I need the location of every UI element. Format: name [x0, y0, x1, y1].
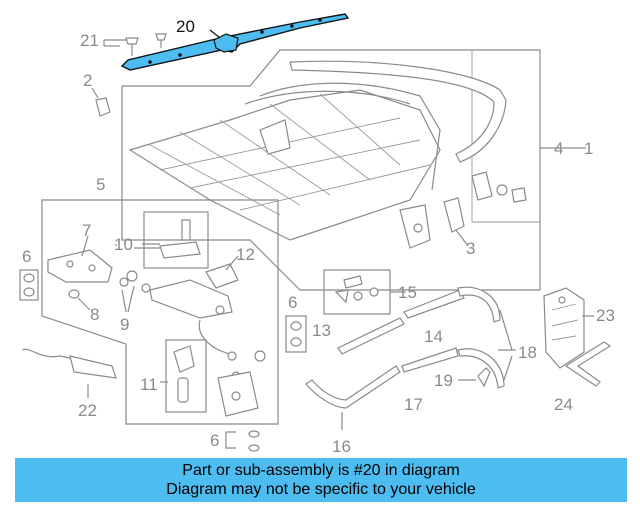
callout-22[interactable]: 22 — [78, 401, 97, 420]
part-22-cable[interactable] — [21, 348, 117, 398]
part-11-box[interactable] — [160, 339, 207, 413]
part-2-bolt[interactable] — [91, 87, 111, 117]
part-5-group-outline — [41, 199, 279, 425]
callout-2[interactable]: 2 — [83, 71, 92, 90]
info-banner: Part or sub-assembly is #20 in diagram D… — [15, 458, 627, 502]
part-5-base-bracket[interactable] — [217, 371, 259, 417]
part-17-seal[interactable] — [401, 347, 459, 373]
callout-12[interactable]: 12 — [236, 245, 255, 264]
callout-14[interactable]: 14 — [424, 327, 443, 346]
part-21-screw[interactable] — [103, 33, 167, 56]
part-1-top-assembly[interactable] — [128, 82, 441, 249]
callout-10[interactable]: 10 — [114, 235, 133, 254]
callout-21[interactable]: 21 — [80, 31, 99, 50]
part-3-latch[interactable] — [443, 197, 469, 247]
callout-7[interactable]: 7 — [82, 221, 91, 240]
callout-19[interactable]: 19 — [434, 371, 453, 390]
callout-1[interactable]: 1 — [584, 139, 593, 158]
callout-17[interactable]: 17 — [404, 395, 423, 414]
callout-numbers: 20 21 2 4 1 3 5 7 10 12 6 8 9 6 15 23 13… — [22, 17, 615, 456]
callout-5[interactable]: 5 — [96, 175, 105, 194]
part-13-seal[interactable] — [337, 317, 405, 355]
part-8-washer[interactable] — [68, 289, 91, 311]
part-4-rail[interactable] — [289, 60, 527, 203]
part-20-highlighted[interactable] — [120, 13, 350, 71]
callout-13[interactable]: 13 — [312, 321, 331, 340]
part-9-pins[interactable] — [119, 270, 151, 313]
part-6-clips-left[interactable] — [19, 269, 39, 301]
callout-24[interactable]: 24 — [554, 395, 573, 414]
part-12-bracket[interactable] — [205, 255, 239, 289]
part-7-hinge[interactable] — [47, 235, 113, 283]
callout-23[interactable]: 23 — [596, 306, 615, 325]
top-frame-outline — [121, 49, 541, 291]
callout-6-left[interactable]: 6 — [22, 247, 31, 266]
callout-11[interactable]: 11 — [140, 375, 158, 394]
callout-16[interactable]: 16 — [332, 437, 351, 456]
banner-line-2: Diagram may not be specific to your vehi… — [166, 481, 476, 498]
callout-18[interactable]: 18 — [518, 343, 537, 362]
part-5-link-arm[interactable] — [149, 279, 266, 381]
callout-6-bottom[interactable]: 6 — [210, 431, 219, 450]
callout-8[interactable]: 8 — [90, 305, 99, 324]
part-18-seal[interactable] — [457, 286, 513, 389]
part-24-rod[interactable] — [564, 341, 612, 387]
leader-lines — [115, 147, 594, 381]
part-19-bolt[interactable] — [477, 367, 491, 388]
part-15-box[interactable] — [323, 269, 406, 315]
part-6-clips-bottom[interactable] — [225, 430, 260, 452]
part-14-seal[interactable] — [403, 289, 465, 319]
callout-9[interactable]: 9 — [120, 315, 129, 334]
callout-6-mid[interactable]: 6 — [288, 293, 297, 312]
callout-20[interactable]: 20 — [176, 17, 195, 36]
banner-line-1: Part or sub-assembly is #20 in diagram — [182, 462, 460, 479]
part-16-seal[interactable] — [305, 365, 401, 430]
part-6-clips-mid[interactable] — [285, 315, 307, 353]
callout-3[interactable]: 3 — [466, 239, 475, 258]
part-23-bracket[interactable] — [543, 287, 585, 369]
callout-15[interactable]: 15 — [398, 283, 417, 302]
callout-4[interactable]: 4 — [554, 139, 563, 158]
part-10-box[interactable] — [142, 211, 209, 269]
